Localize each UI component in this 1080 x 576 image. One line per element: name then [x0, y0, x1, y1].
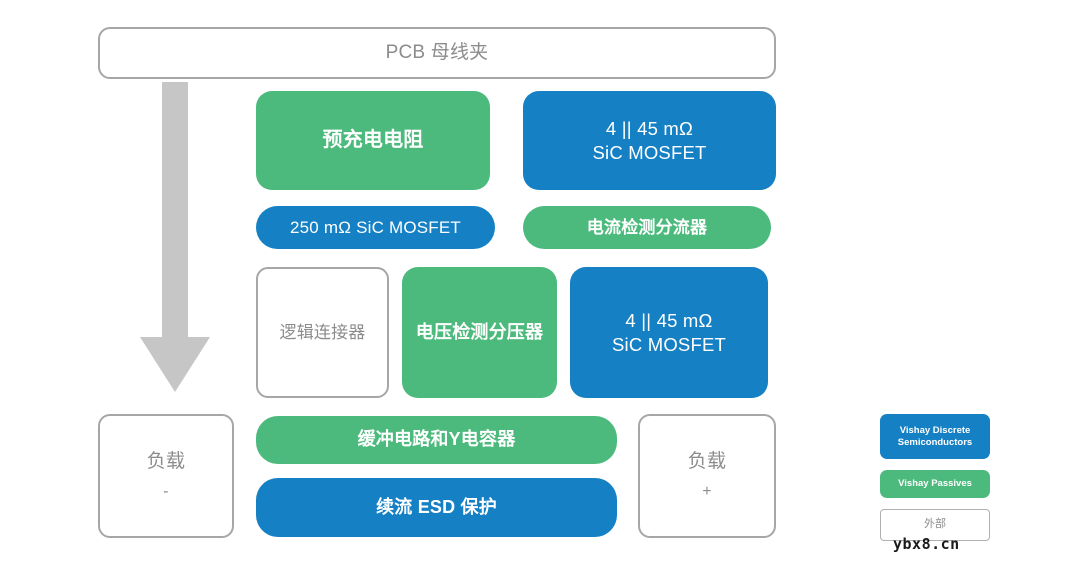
- legend-item-vishay-discrete-semiconductors: Vishay Discrete Semiconductors: [880, 414, 990, 459]
- block-label: 电流检测分流器: [586, 217, 708, 237]
- watermark-text: ybx8.cn: [893, 535, 960, 553]
- block-voltage-sense-divider: 电压检测分压器: [402, 267, 557, 398]
- block-current-sense-shunt: 电流检测分流器: [523, 206, 771, 249]
- block-label: 逻辑连接器: [279, 322, 366, 342]
- block-label-line2: SiC MOSFET: [592, 141, 707, 163]
- block-label: 缓冲电路和Y电容器: [357, 429, 516, 450]
- block-label: 负载: [146, 451, 186, 473]
- block-label: 预充电电阻: [322, 128, 424, 151]
- block-snubber-y-capacitor: 缓冲电路和Y电容器: [256, 416, 617, 464]
- block-sic-mosfet-250: 250 mΩ SiC MOSFET: [256, 206, 495, 249]
- block-label-line1: 4 || 45 mΩ: [625, 309, 713, 331]
- legend-item-label: Vishay Passives: [898, 478, 972, 490]
- block-freewheeling-esd: 续流 ESD 保护: [256, 478, 617, 537]
- flow-arrow-down-icon: [140, 82, 210, 392]
- block-sublabel: -: [163, 482, 169, 500]
- legend-item-vishay-passives: Vishay Passives: [880, 470, 990, 498]
- legend-item-label: 外部: [924, 518, 946, 531]
- legend-item-external: 外部: [880, 509, 990, 541]
- block-pcb-busbar-clamp: PCB 母线夹: [98, 27, 776, 79]
- block-logic-connector: 逻辑连接器: [256, 267, 389, 398]
- block-label: 续流 ESD 保护: [376, 496, 497, 517]
- block-load-positive: 负载 +: [638, 414, 776, 538]
- block-sic-mosfet-4p45-mid: 4 || 45 mΩ SiC MOSFET: [570, 267, 768, 398]
- arrow-shaft: [162, 82, 188, 340]
- block-label: 250 mΩ SiC MOSFET: [289, 217, 462, 237]
- watermark: ybx8.cn: [893, 535, 960, 553]
- block-label-line1: 4 || 45 mΩ: [605, 117, 694, 139]
- block-label: 电压检测分压器: [415, 321, 544, 342]
- legend-item-label: Vishay Discrete Semiconductors: [897, 424, 973, 448]
- block-sic-mosfet-4p45-top: 4 || 45 mΩ SiC MOSFET: [523, 91, 776, 190]
- block-precharge-resistor: 预充电电阻: [256, 91, 490, 190]
- block-label: PCB 母线夹: [385, 41, 489, 63]
- legend: Vishay Discrete Semiconductors Vishay Pa…: [880, 414, 992, 552]
- block-sublabel: +: [702, 482, 712, 500]
- block-label-line2: SiC MOSFET: [611, 333, 727, 355]
- arrow-head: [140, 337, 210, 392]
- block-load-negative: 负载 -: [98, 414, 234, 538]
- block-label: 负载: [687, 451, 727, 473]
